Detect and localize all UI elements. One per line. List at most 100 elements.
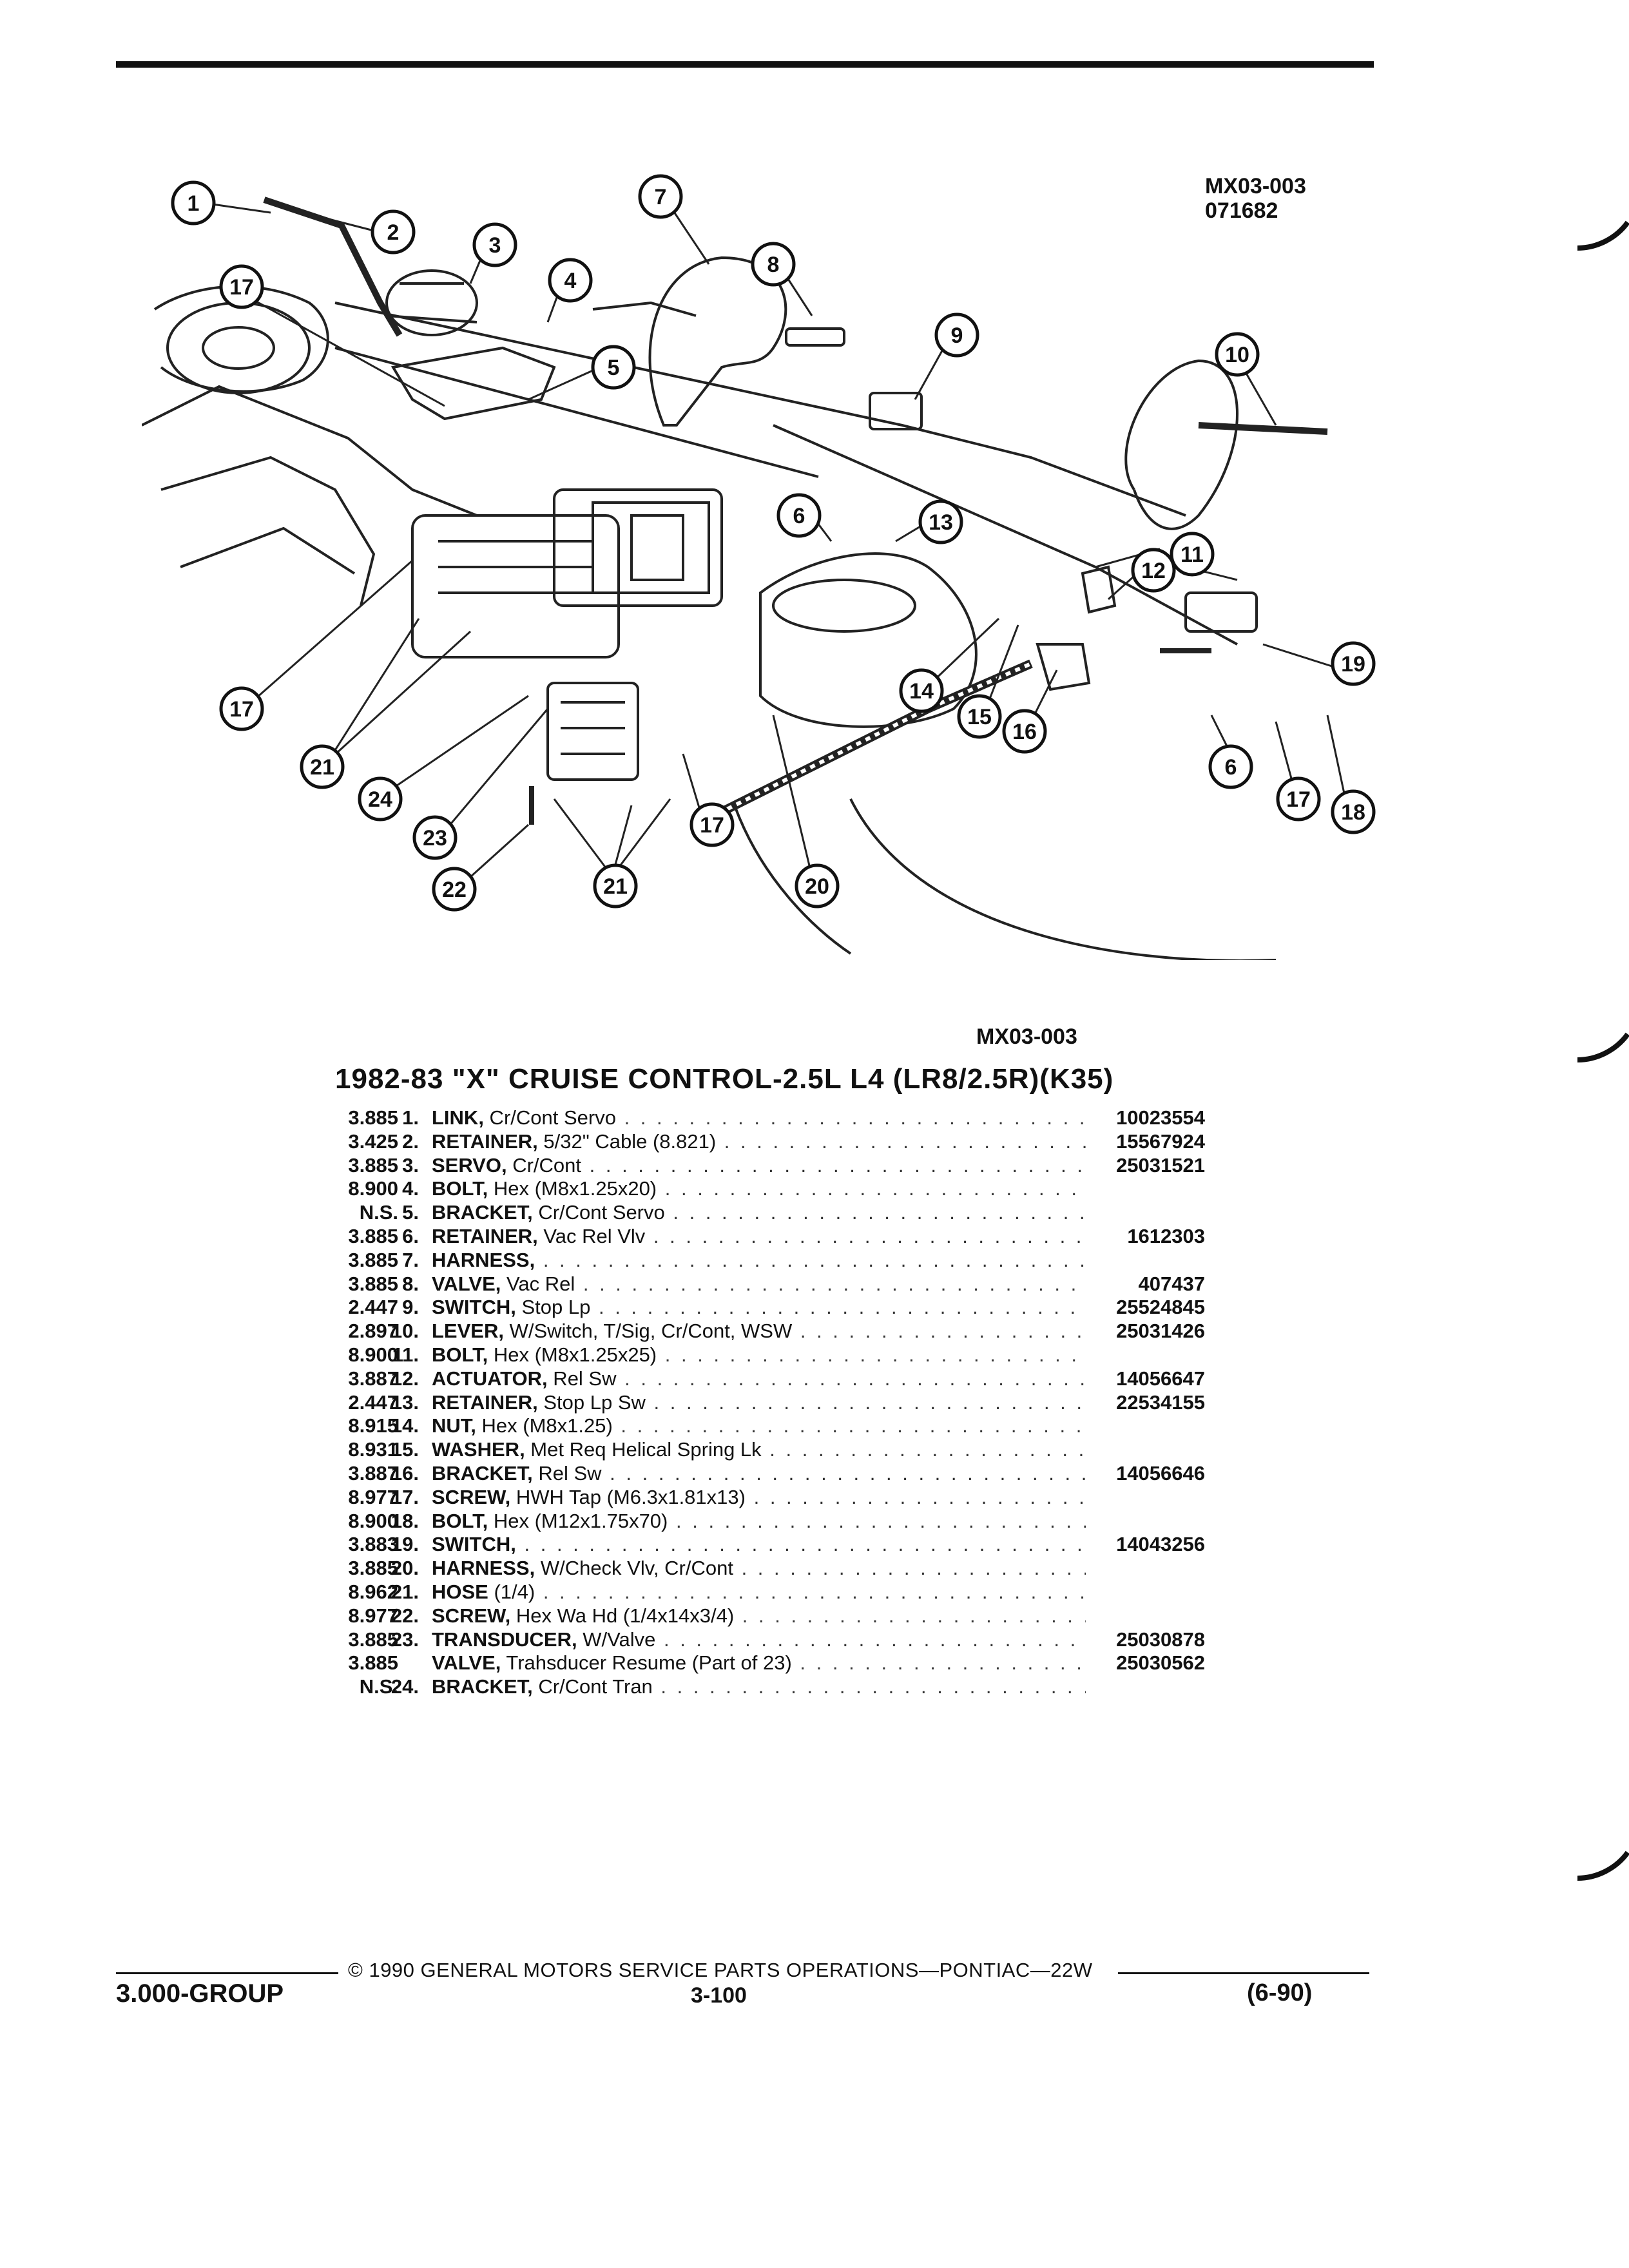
- group-code: 8.962: [348, 1580, 398, 1603]
- item-number: 12.: [390, 1367, 419, 1390]
- svg-text:8: 8: [767, 253, 780, 277]
- svg-text:4: 4: [564, 269, 577, 293]
- group-code: 8.900: [348, 1343, 398, 1366]
- item-number: 11.: [392, 1343, 419, 1366]
- svg-text:11: 11: [1181, 543, 1204, 567]
- group-code: 3.885: [348, 1272, 398, 1295]
- part-name: TRANSDUCER,: [432, 1628, 577, 1651]
- part-description: LINK, Cr/Cont Servo . . . . . . . . . . …: [432, 1106, 1086, 1129]
- dot-leader: . . . . . . . . . . . . . . . . . . . . …: [624, 1106, 1086, 1129]
- top-rule: [116, 61, 1374, 68]
- item-number: 19.: [390, 1533, 419, 1556]
- part-name: LEVER,: [432, 1320, 504, 1343]
- svg-text:5: 5: [608, 356, 620, 380]
- item-number: 24.: [390, 1675, 419, 1698]
- item-number: 13.: [390, 1390, 419, 1414]
- part-name: SWITCH,: [432, 1296, 516, 1319]
- group-code: 3.885: [348, 1153, 398, 1177]
- dot-leader: . . . . . . . . . . . . . . . . . . . . …: [664, 1177, 1086, 1200]
- svg-text:17: 17: [229, 275, 254, 300]
- part-description: SWITCH, Stop Lp . . . . . . . . . . . . …: [432, 1296, 1086, 1319]
- part-description: LEVER, W/Switch, T/Sig, Cr/Cont, WSW . .…: [432, 1320, 1086, 1343]
- item-number: 16.: [390, 1461, 419, 1485]
- group-code: 8.900: [348, 1177, 398, 1200]
- svg-text:15: 15: [967, 705, 992, 729]
- item-number: 14.: [390, 1414, 419, 1437]
- part-name: BOLT,: [432, 1177, 488, 1200]
- dot-leader: . . . . . . . . . . . . . . . . . . . . …: [653, 1224, 1086, 1247]
- part-name: ACTUATOR,: [432, 1367, 548, 1390]
- dot-leader: . . . . . . . . . . . . . . . . . . . . …: [800, 1651, 1086, 1675]
- item-number: 22.: [390, 1604, 419, 1627]
- part-name: SCREW,: [432, 1604, 511, 1627]
- group-code: 3.887: [348, 1367, 398, 1390]
- part-description: HOSE (1/4) . . . . . . . . . . . . . . .…: [432, 1581, 1086, 1604]
- group-code: 8.915: [348, 1414, 398, 1437]
- part-spec: Hex (M8x1.25): [476, 1414, 613, 1437]
- part-spec: Cr/Cont Servo: [483, 1106, 616, 1129]
- svg-text:6: 6: [793, 504, 805, 528]
- part-description: SCREW, Hex Wa Hd (1/4x14x3/4) . . . . . …: [432, 1604, 1086, 1628]
- part-name: LINK,: [432, 1106, 484, 1129]
- parts-row: 5.N.S.BRACKET, Cr/Cont Servo . . . . . .…: [161, 1201, 1257, 1225]
- part-description: WASHER, Met Req Helical Spring Lk . . . …: [432, 1438, 1086, 1461]
- part-description: RETAINER, Stop Lp Sw . . . . . . . . . .…: [432, 1391, 1086, 1414]
- dot-leader: . . . . . . . . . . . . . . . . . . . . …: [741, 1557, 1086, 1580]
- group-code: 2.897: [348, 1320, 398, 1343]
- item-number: 21.: [390, 1580, 419, 1603]
- part-name: BRACKET,: [432, 1675, 533, 1698]
- group-code: 3.885: [348, 1557, 398, 1580]
- dot-leader: . . . . . . . . . . . . . . . . . . . . …: [589, 1153, 1086, 1177]
- item-number: 9.: [402, 1296, 419, 1319]
- group-code: 3.883: [348, 1533, 398, 1556]
- svg-text:17: 17: [229, 697, 254, 722]
- part-number: 10023554: [1116, 1106, 1205, 1129]
- part-spec: Stop Lp Sw: [537, 1390, 646, 1414]
- parts-row: 10.2.897 LEVER, W/Switch, T/Sig, Cr/Cont,…: [161, 1320, 1257, 1343]
- item-number: 10.: [390, 1320, 419, 1343]
- group-code: 8.977: [348, 1485, 398, 1508]
- group-code: 3.885: [348, 1106, 398, 1129]
- copyright: © 1990 GENERAL MOTORS SERVICE PARTS OPER…: [348, 1959, 1093, 1981]
- group-code: N.S.: [359, 1675, 398, 1698]
- part-name: BRACKET,: [432, 1461, 533, 1485]
- svg-text:12: 12: [1141, 559, 1166, 583]
- dot-leader: . . . . . . . . . . . . . . . . . . . . …: [673, 1201, 1086, 1224]
- part-name: BRACKET,: [432, 1201, 533, 1224]
- part-description: VALVE, Trahsducer Resume (Part of 23) . …: [432, 1651, 1086, 1675]
- dot-leader: . . . . . . . . . . . . . . . . . . . . …: [524, 1533, 1086, 1556]
- part-spec: Hex Wa Hd (1/4x14x3/4): [510, 1604, 735, 1627]
- part-name: BOLT,: [432, 1509, 488, 1532]
- part-number: 14043256: [1116, 1533, 1205, 1556]
- svg-text:2: 2: [387, 220, 400, 245]
- dot-leader: . . . . . . . . . . . . . . . . . . . . …: [724, 1129, 1086, 1153]
- svg-text:10: 10: [1225, 343, 1249, 367]
- svg-text:14: 14: [909, 679, 934, 704]
- svg-text:23: 23: [423, 826, 447, 850]
- dot-leader: . . . . . . . . . . . . . . . . . . . . …: [663, 1628, 1086, 1651]
- dot-leader: . . . . . . . . . . . . . . . . . . . . …: [660, 1675, 1086, 1698]
- part-name: SWITCH,: [432, 1533, 516, 1556]
- group-code: 3.885: [348, 1248, 398, 1271]
- svg-text:21: 21: [603, 874, 628, 899]
- item-number: 5.: [402, 1201, 419, 1224]
- callout-circles: [171, 174, 1376, 912]
- part-description: HARNESS, . . . . . . . . . . . . . . . .…: [432, 1249, 1086, 1272]
- part-number: 25524845: [1116, 1296, 1205, 1319]
- svg-text:3: 3: [489, 233, 501, 258]
- item-number: 15.: [390, 1438, 419, 1461]
- group-code: 3.885: [348, 1628, 398, 1651]
- binder-mark: [1577, 1032, 1629, 1062]
- part-name: SERVO,: [432, 1153, 507, 1177]
- item-number: 1.: [402, 1106, 419, 1129]
- part-description: RETAINER, 5/32" Cable (8.821) . . . . . …: [432, 1130, 1086, 1153]
